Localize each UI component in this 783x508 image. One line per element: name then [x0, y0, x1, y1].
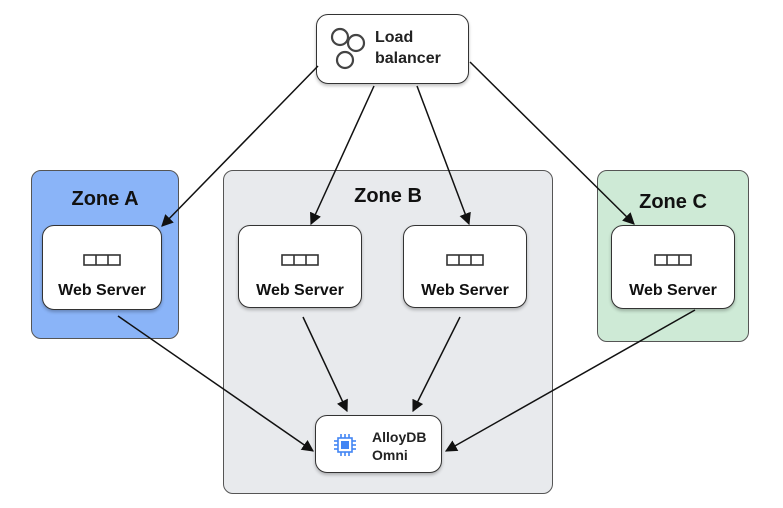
web-server-label: Web Server — [629, 282, 717, 299]
web-server-zone-b-1[interactable]: Web Server — [238, 225, 362, 308]
web-server-label: Web Server — [421, 282, 509, 299]
load-balancer-label: Load balancer — [375, 29, 441, 67]
arrow-zone-a-to-db — [117, 315, 314, 452]
arrow-lb-to-zone-a — [161, 65, 319, 227]
server-icon — [446, 254, 484, 266]
alloydb-omni-label: AlloyDB Omni — [372, 429, 427, 463]
arrow-lb-to-zone-b-2 — [416, 85, 471, 226]
arrow-lb-to-zone-b-1 — [310, 85, 375, 226]
zone-c-title: Zone C — [639, 191, 707, 213]
server-icon — [654, 254, 692, 266]
arrow-zone-b-2-to-db — [412, 316, 461, 413]
web-server-zone-c[interactable]: Web Server — [611, 225, 735, 309]
arrow-lb-to-zone-c — [469, 61, 635, 225]
web-server-label: Web Server — [256, 282, 344, 299]
web-server-label: Web Server — [58, 282, 146, 299]
web-server-zone-b-2[interactable]: Web Server — [403, 225, 527, 308]
zone-b-title: Zone B — [354, 185, 422, 207]
chip-icon — [334, 434, 356, 456]
alloydb-omni-node[interactable]: AlloyDB Omni — [315, 415, 442, 473]
zone-a-title: Zone A — [71, 188, 139, 210]
server-icon — [83, 254, 121, 266]
web-server-zone-a[interactable]: Web Server — [42, 225, 162, 310]
server-icon — [281, 254, 319, 266]
arrow-zone-c-to-db — [444, 309, 696, 452]
circles-icon — [330, 27, 366, 70]
load-balancer-node[interactable]: Load balancer — [316, 14, 469, 84]
arrow-zone-b-1-to-db — [302, 316, 348, 413]
